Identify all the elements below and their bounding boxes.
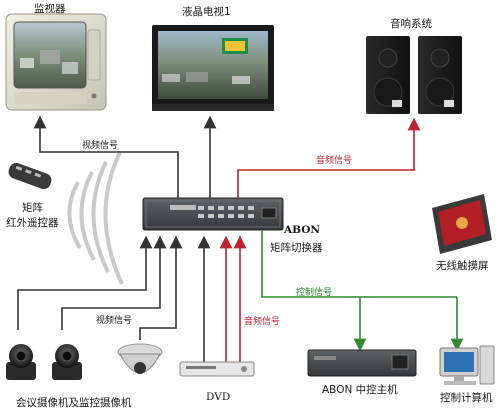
central-host-icon	[307, 349, 417, 377]
lcd-tv-label: 液晶电视1	[182, 6, 231, 18]
audio-input-lines	[219, 235, 247, 362]
audio-system-label: 音响系统	[390, 18, 432, 30]
video-input-lines	[17, 235, 211, 362]
lcd-tv-icon	[152, 25, 274, 111]
dvd-player-icon	[179, 361, 255, 377]
matrix-switcher-icon	[142, 197, 284, 231]
monitor-label: 监视器	[34, 3, 66, 15]
video-signal-bottom-label: 视频信号	[96, 316, 133, 326]
ptz-camera-2-icon	[52, 344, 82, 380]
control-signal-label: 控制信号	[296, 288, 333, 298]
speaker-right-icon	[418, 36, 462, 114]
computer-icon	[439, 345, 495, 385]
audio-signal-bottom-label: 音频信号	[244, 317, 281, 327]
video-signal-top-label: 视频信号	[82, 141, 119, 151]
audio-signal-top-label: 音频信号	[316, 156, 353, 166]
touch-screen-icon	[432, 194, 492, 254]
ptz-camera-1-icon	[6, 344, 36, 380]
dome-camera-icon	[117, 343, 163, 374]
control-pc-label: 控制计算机	[440, 392, 493, 404]
remote-label-line1: 矩阵	[22, 202, 43, 214]
remote-control-icon	[8, 162, 52, 190]
video-output-lines	[33, 115, 217, 198]
abon-desc-label: 矩阵切换器	[270, 242, 323, 254]
speaker-left-icon	[366, 36, 410, 114]
central-host-label: ABON 中控主机	[322, 384, 398, 396]
control-signal-lines	[261, 230, 464, 352]
dvd-label: DVD	[206, 391, 231, 403]
wireless-waves-icon	[67, 151, 124, 285]
abon-name-label: ABON	[284, 224, 320, 236]
crt-monitor-icon	[5, 13, 107, 111]
remote-label-line2: 红外遥控器	[6, 217, 59, 229]
audio-output-line	[237, 117, 421, 198]
wireless-touch-label: 无线触摸屏	[436, 260, 489, 272]
cameras-label: 会议摄像机及监控摄像机	[16, 397, 132, 409]
